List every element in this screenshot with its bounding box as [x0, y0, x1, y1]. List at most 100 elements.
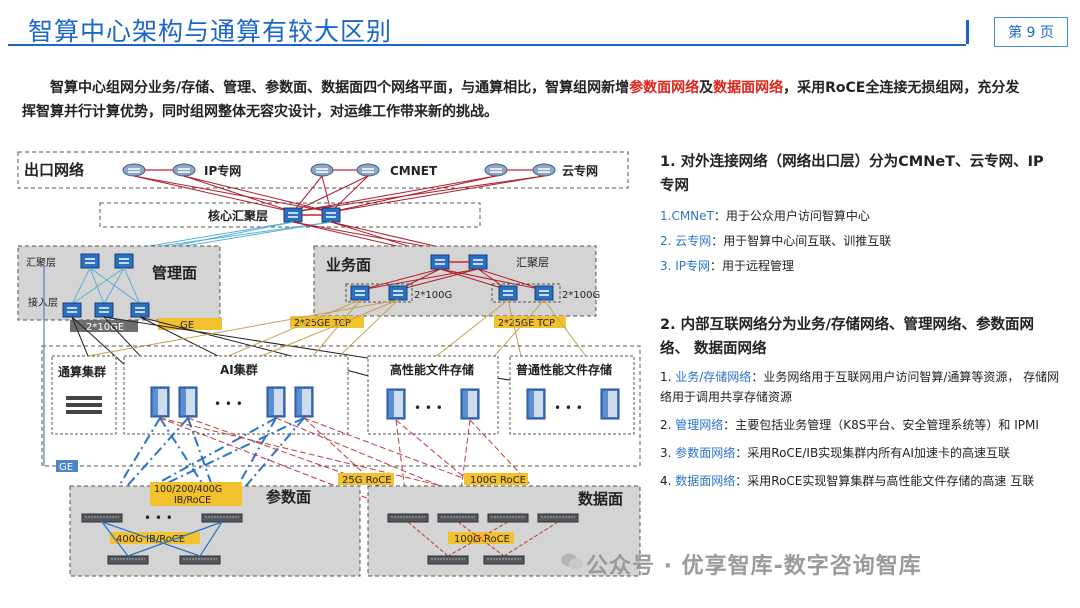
general-cluster-servers-icon — [66, 396, 102, 414]
biz-plane-label: 业务面 — [326, 256, 371, 274]
core-switch-icon — [283, 207, 303, 223]
cloud-net-label: 云专网 — [562, 163, 598, 178]
page-number: 第 9 页 — [994, 17, 1068, 47]
link-2x100g-b: 2*100G — [562, 290, 600, 301]
biz-agg-label: 汇聚层 — [516, 256, 549, 269]
ip-router-icon — [122, 163, 146, 177]
data-internal-links — [407, 521, 559, 557]
list-item: 2. 云专网：用于智算中心间互联、训推互联 — [660, 234, 892, 248]
param-plane-label: 参数面 — [266, 488, 311, 506]
title-underline — [8, 44, 966, 46]
link-100g-roce-bottom: 100G RoCE — [454, 534, 510, 545]
ai-server-icon — [294, 386, 314, 418]
ai-server-icon — [266, 386, 286, 418]
egress-label: 出口网络 — [24, 161, 84, 179]
list-item: 1. 业务/存储网络：业务网络用于互联网用户访问智算/通算等资源， 存储网络用于… — [660, 370, 1060, 404]
link-25g-roce: 25G RoCE — [342, 475, 392, 486]
ai-server-icon — [178, 386, 198, 418]
data-plane-label: 数据面 — [578, 490, 623, 508]
ai-server-icon — [150, 386, 170, 418]
hp-dots: • • • — [414, 401, 443, 415]
link-2x100g-a: 2*100G — [414, 290, 452, 301]
biz-access-switch-icon — [498, 285, 518, 301]
general-cluster-box — [51, 355, 117, 435]
biz-access-switch-icon — [388, 285, 408, 301]
data-spine-switch-icon — [437, 513, 479, 523]
data-spine-switch-icon — [387, 513, 429, 523]
link-ge-top: GE — [180, 320, 194, 331]
link-400g: 400G IB/RoCE — [116, 534, 185, 545]
mgmt-internal-links — [71, 267, 141, 305]
mgmt-agg-label: 汇聚层 — [26, 256, 56, 269]
biz-agg-switch-icon — [430, 254, 450, 270]
cloud-router-icon — [484, 163, 508, 177]
link-ib-roce-1: 100/200/400G — [154, 484, 222, 495]
mgmt-agg-switch-icon — [114, 253, 134, 269]
core-switch-icon — [321, 207, 341, 223]
list-item: 3. IP专网：用于远程管理 — [660, 259, 795, 273]
ip-net-label: IP专网 — [204, 163, 241, 178]
ai-dots: • • • — [214, 397, 243, 411]
data-leaf-switch-icon — [483, 555, 525, 565]
intro-text-mid: 及 — [699, 80, 714, 96]
param-internal-links — [101, 521, 223, 557]
normal-storage-server-icon — [600, 388, 620, 420]
normal-storage-label: 普通性能文件存储 — [516, 362, 612, 377]
intro-paragraph: 智算中心组网分业务/存储、管理、参数面、数据面四个网络平面，与通算相比，智算组网… — [22, 76, 1022, 124]
list-item: 3. 参数面网络：采用RoCE/IB实现集群内所有AI加速卡的高速互联 — [660, 446, 1010, 460]
list-item: 2. 管理网络：主要包括业务管理（K8S平台、安全管理系统等）和 IPMI — [660, 418, 1039, 432]
biz-access-switch-icon — [534, 285, 554, 301]
normal-storage-server-icon — [526, 388, 546, 420]
mgmt-access-switch-icon — [94, 302, 114, 318]
intro-highlight-param: 参数面网络 — [629, 80, 700, 96]
link-100g-roce: 100G RoCE — [470, 475, 526, 486]
cloud-router-icon — [532, 163, 556, 177]
mgmt-access-switch-icon — [62, 302, 82, 318]
mgmt-plane-label: 管理面 — [152, 264, 197, 282]
wechat-icon — [561, 553, 583, 570]
core-zone — [99, 202, 481, 228]
hp-storage-server-icon — [386, 388, 406, 420]
intro-highlight-data: 数据面网络 — [713, 80, 784, 96]
link-2x25ge-b: 2*25GE TCP — [498, 318, 555, 329]
biz-zone — [313, 245, 597, 317]
cmnet-router-icon — [310, 163, 334, 177]
section-1-heading: 1. 对外连接网络（网络出口层）分为CMNeT、云专网、IP 专网 — [660, 154, 1044, 194]
param-spine-switch-icon — [201, 513, 243, 523]
link-2x25ge-a: 2*25GE TCP — [294, 318, 351, 329]
param-dots: • • • — [144, 511, 173, 525]
clusters-zone — [41, 345, 641, 467]
cmnet-router-icon — [356, 163, 380, 177]
general-cluster-label: 通算集群 — [58, 364, 106, 379]
list-item: 1.CMNeT：用于公众用户访问智算中心 — [660, 209, 870, 223]
param-leaf-switch-icon — [107, 555, 149, 565]
hp-storage-server-icon — [460, 388, 480, 420]
link-ib-roce-2: IB/RoCE — [174, 495, 211, 506]
data-leaf-switch-icon — [427, 555, 469, 565]
intro-text-2: ，采用RoCE全连接无损组网，充分发挥智算并行计算优势，同时组网整体无容灾设计，… — [22, 80, 1020, 120]
mgmt-access-label: 接入层 — [28, 296, 58, 309]
list-item: 4. 数据面网络：采用RoCE实现智算集群与高性能文件存储的高速 互联 — [660, 474, 1035, 488]
hp-storage-label: 高性能文件存储 — [390, 362, 474, 377]
ai-cluster-label: AI集群 — [220, 362, 258, 377]
ip-router-icon — [172, 163, 196, 177]
intro-text-1: 智算中心组网分业务/存储、管理、参数面、数据面四个网络平面，与通算相比，智算组网… — [50, 80, 630, 96]
biz-access-switch-icon — [350, 285, 370, 301]
data-spine-switch-icon — [487, 513, 529, 523]
cmnet-label: CMNET — [390, 164, 438, 178]
page-title: 智算中心架构与通算有较大区别 — [28, 17, 393, 46]
biz-agg-switch-icon — [468, 254, 488, 270]
mgmt-agg-switch-icon — [80, 253, 100, 269]
mgmt-access-switch-icon — [130, 302, 150, 318]
watermark: 公众号 · 优享智库-数字咨询智库 — [586, 554, 922, 579]
data-spine-switch-icon — [537, 513, 579, 523]
param-spine-switch-icon — [81, 513, 123, 523]
section-2-heading: 2. 内部互联网络分为业务/存储网络、管理网络、参数面网络、 数据面网络 — [660, 317, 1034, 357]
normal-dots: • • • — [554, 401, 583, 415]
egress-zone — [17, 151, 629, 189]
network-architecture-diagram: 出口网络 IP专网 CMNET 云专网 核心汇聚层 汇聚层 管理面 接入层 — [17, 151, 641, 577]
param-leaf-switch-icon — [179, 555, 221, 565]
link-ge-bottom: GE — [59, 462, 73, 473]
egress-core-links — [133, 175, 545, 213]
core-label: 核心汇聚层 — [208, 208, 268, 223]
